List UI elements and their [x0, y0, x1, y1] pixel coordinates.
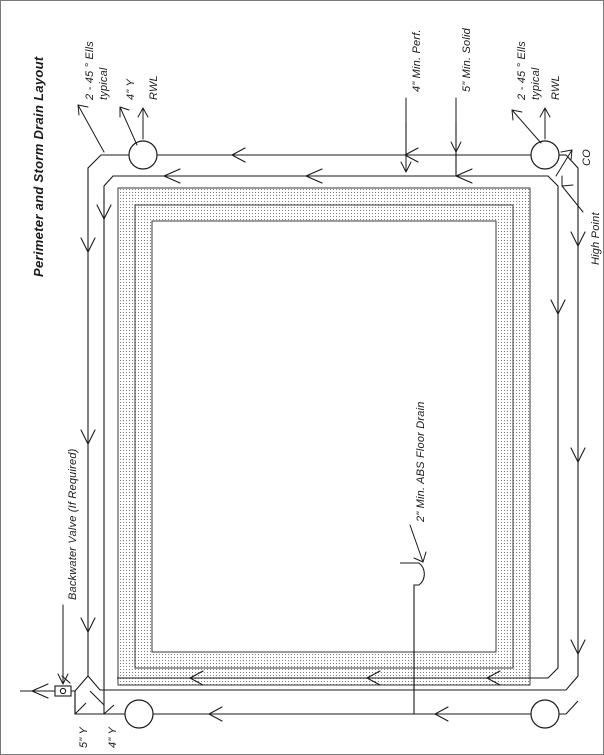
rwl-top-left-label: RWL: [148, 75, 160, 100]
y4-bottom-label: 4" Y: [107, 726, 119, 748]
rwl-bottom-left-circle: [124, 699, 154, 729]
min-perf-label: 4" Min. Perf.: [411, 29, 423, 92]
y4-top-left-label: 4" Y: [125, 78, 137, 100]
rwl-symbols: [124, 140, 560, 729]
co-label: CO: [581, 149, 593, 166]
leader-lines: [57, 97, 584, 685]
footing-hatch-band: [117, 187, 531, 686]
high-point-label: High Point: [590, 212, 602, 265]
ells-top-left-label-line2: typical: [98, 67, 110, 100]
ells-top-right-label-line2: typical: [530, 67, 542, 100]
ells-top-right-label-line1: 2 - 45 ° Ells: [516, 41, 528, 100]
min-solid-label: 5" Min. Solid: [461, 28, 473, 92]
backwater-valve-symbol: [54, 685, 72, 697]
page-title: Perimeter and Storm Drain Layout: [31, 56, 46, 277]
storm-drain-solid-loop: [87, 154, 579, 691]
rwl-top-left-circle: [128, 140, 158, 170]
y5-bottom-label: 5" Y: [78, 726, 90, 748]
rwl-top-right-circle: [530, 140, 560, 170]
floor-drain-p-trap: [400, 562, 425, 714]
rwl-top-right-label: RWL: [550, 75, 562, 100]
floor-drain-label: 2" Min. ABS Floor Drain: [415, 401, 427, 522]
ells-top-left-label-line1: 2 - 45 ° Ells: [84, 41, 96, 100]
perimeter-drain-perf-loop: [103, 175, 559, 705]
rwl-bottom-right-circle: [530, 699, 560, 729]
backwater-valve-label: Backwater Valve (If Required): [67, 448, 79, 600]
